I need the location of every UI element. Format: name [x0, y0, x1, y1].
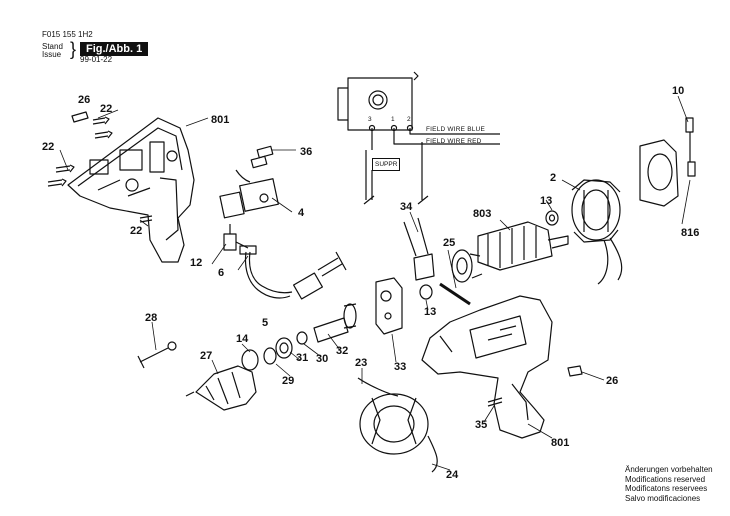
callout-28: 28	[145, 312, 158, 324]
callout-27: 27	[200, 350, 213, 362]
bearing-13-left	[419, 284, 433, 300]
callout-816: 816	[681, 227, 700, 239]
field-wire-blue-label: FIELD WIRE BLUE	[426, 126, 485, 133]
callout-26-bottom: 26	[606, 375, 619, 387]
housing-half-left	[67, 117, 195, 263]
bearing-plate-33	[375, 277, 403, 335]
callout-13-left: 13	[424, 306, 437, 318]
callout-35: 35	[475, 419, 488, 431]
callout-25: 25	[443, 237, 456, 249]
terminal-2: 2	[407, 116, 411, 123]
bracket-34	[403, 217, 435, 281]
stand-label: Stand	[42, 42, 63, 51]
modification-notes: Änderungen vorbehalten Modifications res…	[625, 465, 713, 503]
armature-803	[451, 221, 569, 283]
callout-31: 31	[296, 352, 309, 364]
callout-801-left: 801	[211, 114, 230, 126]
field-wire-red-label: FIELD WIRE RED	[426, 138, 482, 145]
power-cord	[239, 245, 347, 300]
brush-pair-36	[250, 145, 274, 169]
chuck-key-28	[137, 341, 177, 369]
callout-26-top: 26	[78, 94, 91, 106]
callout-23: 23	[355, 357, 368, 369]
suppressor-label: SUPPR	[372, 158, 401, 171]
callout-14: 14	[236, 333, 249, 345]
housing-half-right	[421, 295, 553, 439]
bearing-13-right	[545, 210, 559, 226]
callout-12: 12	[190, 257, 203, 269]
spindle-32	[313, 303, 357, 343]
motor-housing-23	[357, 377, 438, 473]
screw-group-22	[47, 116, 153, 223]
callout-803: 803	[473, 208, 492, 220]
callout-22-top: 22	[100, 103, 113, 115]
callout-6: 6	[218, 267, 225, 279]
figure-label: Fig./Abb. 1	[80, 42, 149, 56]
callout-13-right: 13	[540, 195, 553, 207]
issue-label: Issue	[42, 50, 62, 59]
brace-glyph: }	[70, 39, 77, 59]
switch-4	[219, 169, 279, 219]
ring-29	[263, 347, 277, 365]
note-fr: Modificatons reservees	[625, 484, 708, 494]
chuck-27	[185, 349, 259, 411]
callout-29: 29	[282, 375, 295, 387]
wiring-schematic	[337, 71, 500, 205]
callout-5: 5	[262, 317, 269, 329]
clip-26-bottom	[567, 365, 583, 377]
leader-lines	[59, 95, 691, 471]
bearing-31	[275, 337, 293, 359]
note-de: Änderungen vorbehalten	[625, 465, 713, 474]
callout-22-bottom: 22	[130, 225, 143, 237]
screw-35	[487, 397, 503, 407]
callout-801-right: 801	[551, 437, 570, 449]
doc-number: F015 155 1H2	[42, 30, 93, 39]
callout-32: 32	[336, 345, 349, 357]
callout-33: 33	[394, 361, 407, 373]
note-es: Salvo modificaciones	[625, 493, 701, 503]
clip-26-top	[71, 111, 89, 123]
shaft-25	[439, 282, 471, 306]
callout-34: 34	[400, 201, 413, 213]
field-stator-2	[571, 179, 623, 285]
issue-date: 99-01-22	[80, 55, 113, 64]
callout-24: 24	[446, 469, 459, 481]
callout-30: 30	[316, 353, 329, 365]
washer-30	[296, 331, 308, 345]
callout-22-left: 22	[42, 141, 55, 153]
brush-holders-816	[639, 117, 696, 207]
callout-4: 4	[298, 207, 305, 219]
terminal-1: 1	[391, 116, 395, 123]
terminal-3: 3	[368, 116, 372, 123]
callout-2: 2	[550, 172, 557, 184]
callout-10: 10	[672, 85, 685, 97]
note-en: Modifications reserved	[625, 474, 706, 484]
callout-36: 36	[300, 146, 313, 158]
suppressor-12	[223, 224, 249, 251]
